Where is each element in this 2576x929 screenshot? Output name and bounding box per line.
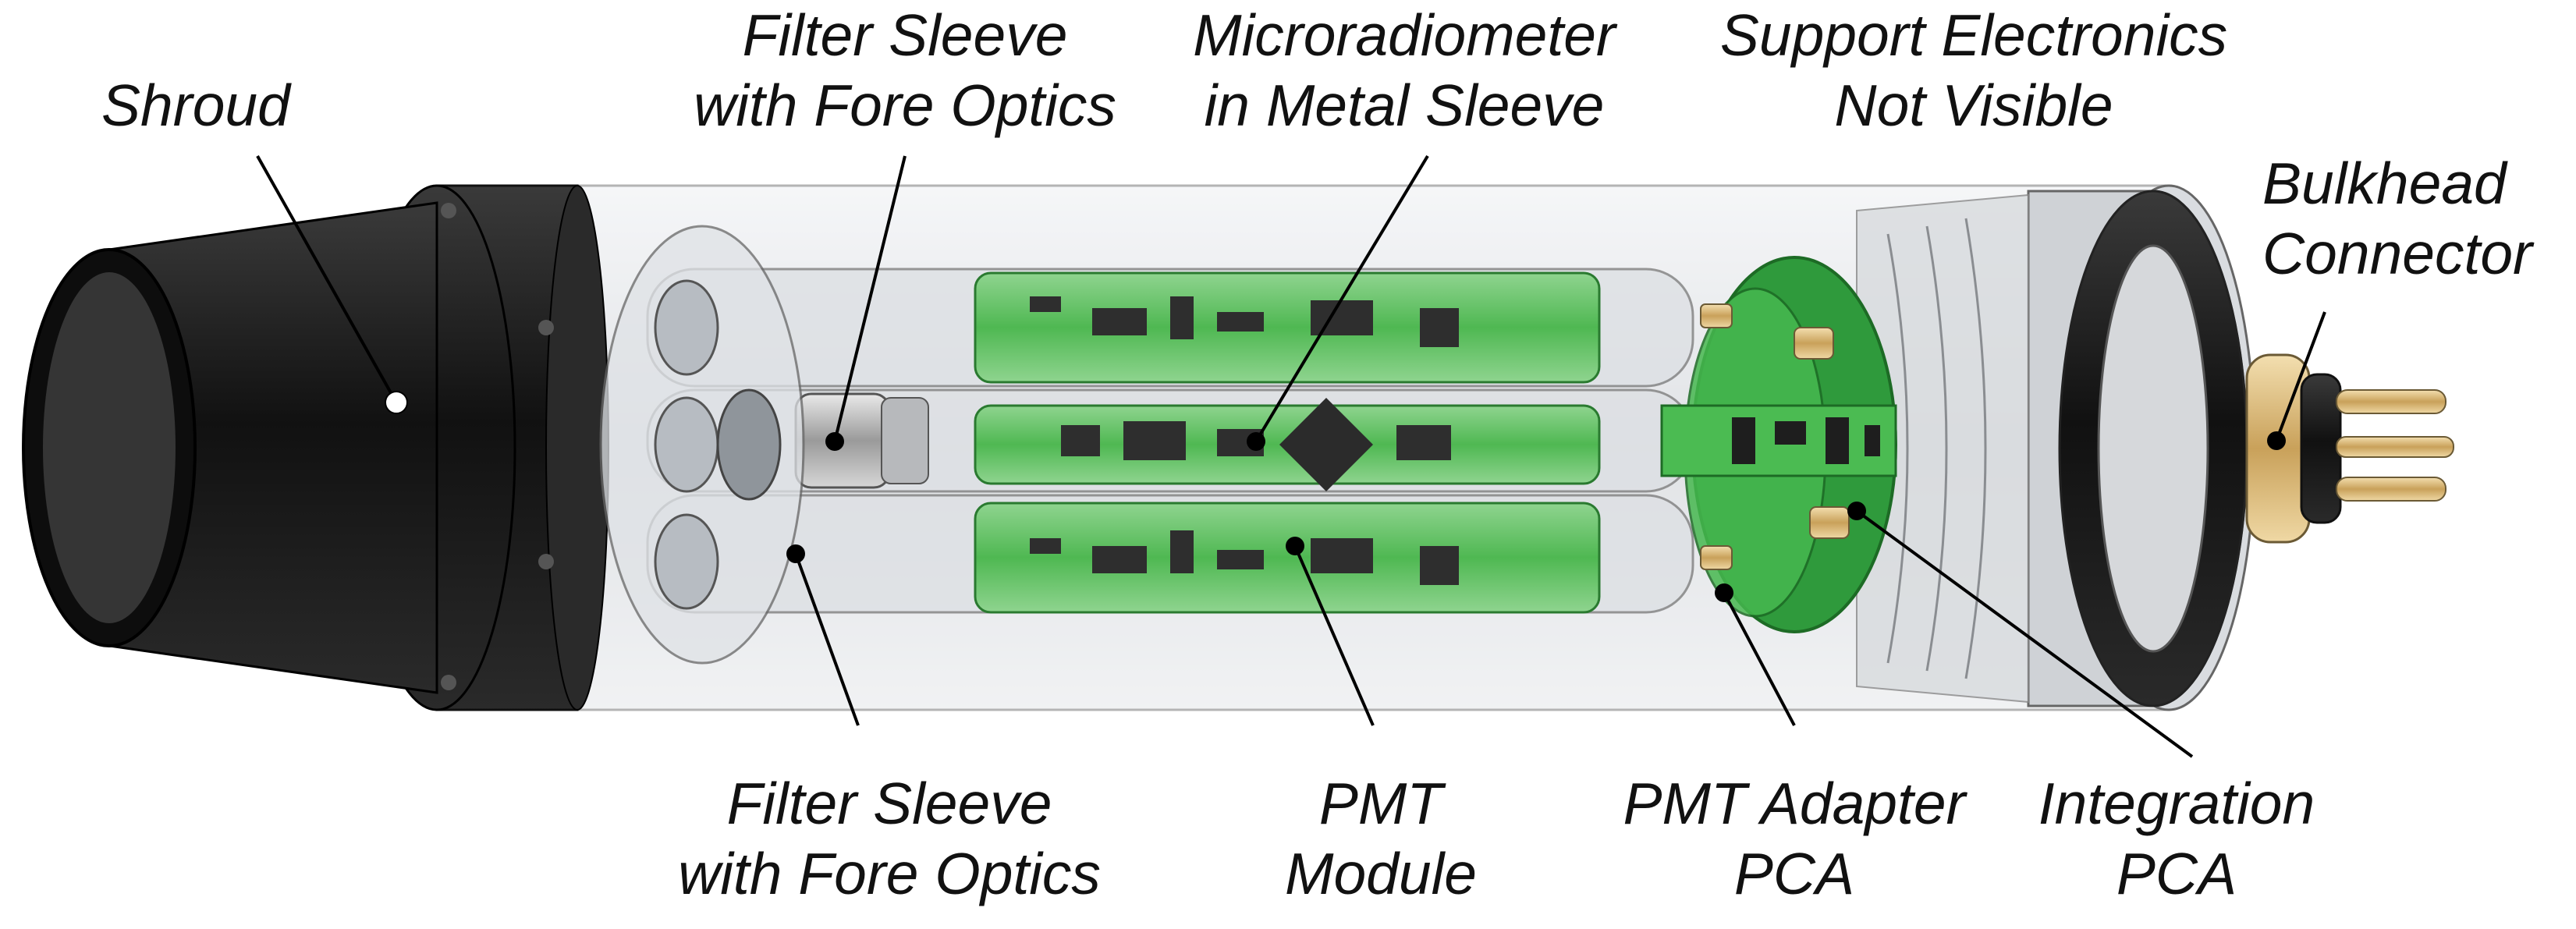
label-integration-pca: Integration PCA	[2021, 768, 2333, 909]
label-pmt-module: PMT Module	[1264, 768, 1498, 909]
label-microradiometer: Microradiometer in Metal Sleeve	[1178, 0, 1630, 140]
label-pmt-line1: PMT	[1318, 771, 1443, 836]
label-shroud: Shroud	[101, 70, 290, 140]
shroud	[22, 201, 438, 694]
shroud-leader	[256, 155, 398, 403]
leader-lines	[256, 154, 2326, 758]
pca-boards	[1660, 256, 1897, 633]
label-pmt-adapter-pca: PMT Adapter PCA	[1615, 768, 1974, 909]
end-cap	[1856, 190, 2248, 707]
front-optics-plate	[599, 225, 805, 665]
integration-leader	[1855, 509, 2194, 758]
metal-sleeve	[794, 392, 929, 489]
label-support-line2: Not Visible	[1834, 73, 2113, 138]
label-integration-line1: Integration	[2038, 771, 2315, 836]
filter-top-leader	[833, 155, 907, 442]
label-filter-bottom-line2: with Fore Optics	[678, 841, 1101, 906]
label-pmt-adapter-line2: PCA	[1733, 841, 1855, 906]
filter-bottom-leader	[794, 553, 860, 726]
label-filter-top-line2: with Fore Optics	[694, 73, 1116, 138]
label-bulkhead-line2: Connector	[2262, 221, 2533, 286]
label-integration-line2: PCA	[2116, 841, 2237, 906]
label-support-electronics: Support Electronics Not Visible	[1693, 0, 2255, 140]
microradiometer-leader	[1254, 154, 1429, 443]
label-bulkhead-connector: Bulkhead Connector	[2262, 148, 2532, 289]
label-pmt-adapter-line1: PMT Adapter	[1623, 771, 1966, 836]
leader-dots	[385, 391, 2286, 602]
label-microradiometer-line2: in Metal Sleeve	[1204, 73, 1605, 138]
label-filter-sleeve-top: Filter Sleeve with Fore Optics	[687, 0, 1123, 140]
label-filter-sleeve-bottom: Filter Sleeve with Fore Optics	[655, 768, 1123, 909]
label-microradiometer-line1: Microradiometer	[1193, 2, 1616, 68]
pmt-module-boards	[974, 271, 1601, 614]
label-filter-bottom-line1: Filter Sleeve	[726, 771, 1052, 836]
bulkhead-leader	[2275, 311, 2326, 441]
label-filter-top-line1: Filter Sleeve	[742, 2, 1068, 68]
pmt-adapter-leader	[1723, 592, 1796, 726]
label-pmt-line2: Module	[1285, 841, 1477, 906]
pmt-module-leader	[1293, 545, 1375, 726]
label-bulkhead-line1: Bulkhead	[2262, 151, 2507, 216]
label-shroud-text: Shroud	[101, 73, 290, 138]
label-support-line1: Support Electronics	[1719, 2, 2228, 68]
